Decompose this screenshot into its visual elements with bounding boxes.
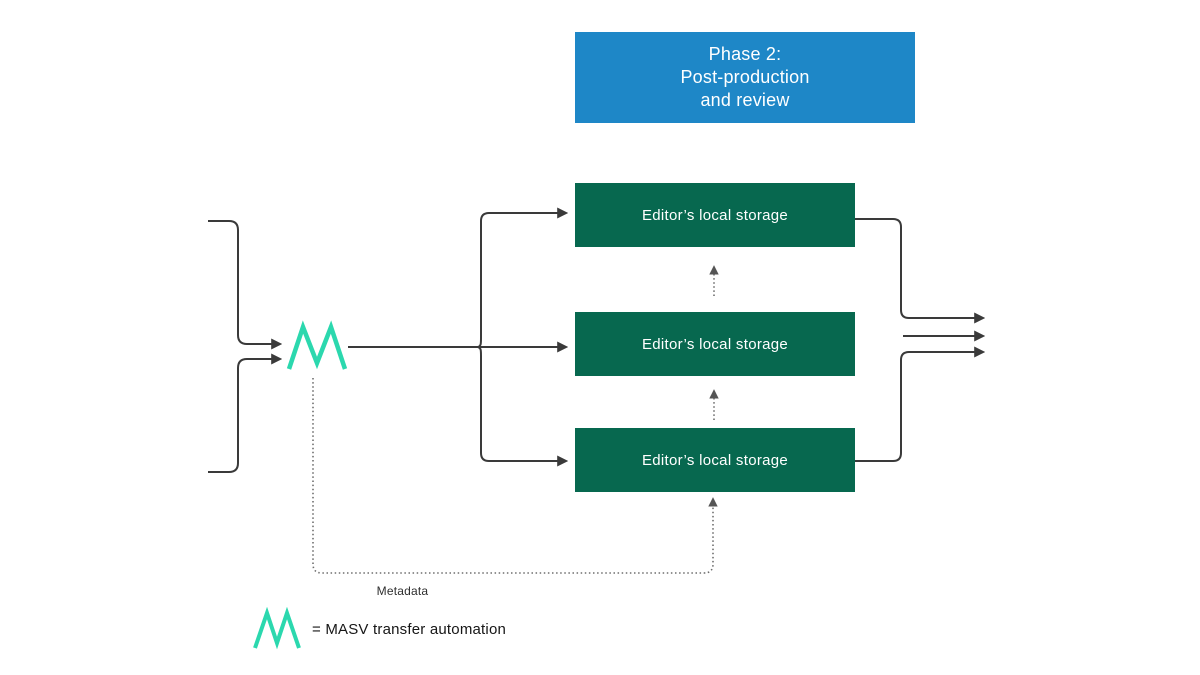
legend: = MASV transfer automation: [250, 605, 506, 653]
legend-text: = MASV transfer automation: [312, 620, 507, 638]
storage-box-1-label: Editor’s local storage: [641, 206, 789, 224]
phase-banner: Phase 2: Post-production and review: [575, 32, 915, 123]
storage-box-3: Editor’s local storage: [575, 428, 855, 492]
phase-banner-line-1: Phase 2:: [708, 44, 782, 64]
phase-banner-line-2: Post-production: [680, 67, 810, 87]
metadata-label: Metadata: [376, 584, 429, 598]
storage-box-2: Editor’s local storage: [575, 312, 855, 376]
branch-line-top: [477, 207, 569, 348]
masv-logo-icon: [286, 320, 348, 370]
storage-box-1: Editor’s local storage: [575, 183, 855, 247]
branch-line-bottom: [477, 346, 569, 467]
masv-logo-legend-icon: [253, 607, 301, 650]
input-line-top: [208, 220, 283, 350]
output-line-top: [854, 218, 986, 324]
input-line-bottom: [208, 353, 283, 473]
storage-box-3-label: Editor’s local storage: [641, 451, 789, 469]
storage-box-2-label: Editor’s local storage: [641, 335, 789, 353]
output-line-bottom: [854, 346, 986, 462]
phase-banner-line-3: and review: [700, 90, 790, 110]
